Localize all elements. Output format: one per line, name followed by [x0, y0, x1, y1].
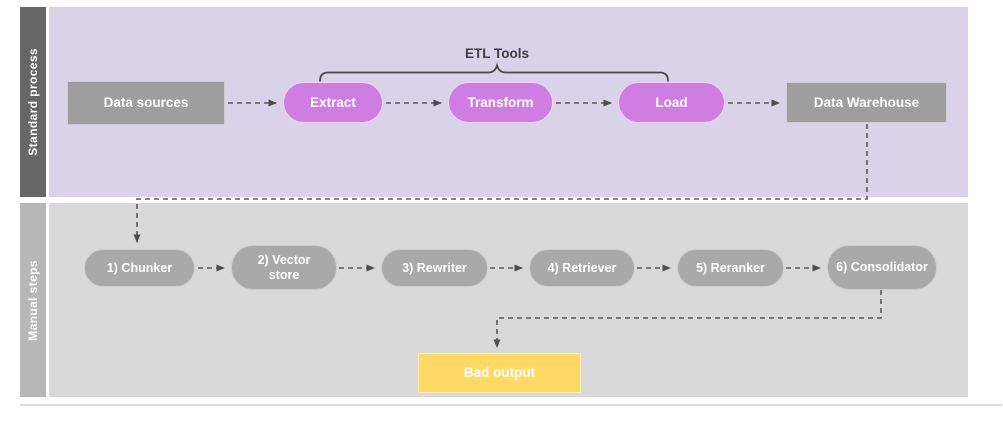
lane-label-standard-process: Standard process: [26, 48, 40, 156]
lane-label-manual-steps: Manual steps: [26, 259, 40, 341]
node-chunker: 1) Chunker: [84, 249, 195, 287]
node-data-warehouse: Data Warehouse: [786, 82, 947, 123]
node-load-label: Load: [655, 94, 688, 110]
node-transform: Transform: [448, 82, 553, 123]
node-data-sources-label: Data sources: [103, 95, 189, 111]
node-retriever: 4) Retriever: [529, 249, 635, 287]
node-reranker: 5) Reranker: [677, 249, 784, 287]
bottom-divider: [20, 404, 1002, 406]
node-chunker-label: 1) Chunker: [106, 260, 173, 275]
node-vector-store-label: 2) Vector store: [257, 253, 311, 282]
node-extract: Extract: [283, 82, 383, 123]
etl-tools-caption: ETL Tools: [465, 46, 529, 61]
node-vector-store: 2) Vector store: [231, 245, 337, 290]
node-reranker-label: 5) Reranker: [696, 260, 765, 275]
node-transform-label: Transform: [467, 94, 534, 110]
node-rewriter: 3) Rewriter: [381, 249, 488, 287]
node-data-warehouse-label: Data Warehouse: [813, 94, 920, 110]
node-bad-output-label: Bad output: [463, 365, 536, 381]
node-consolidator-label: 6) Consolidator: [836, 260, 928, 275]
lane-header-standard-process: Standard process: [20, 7, 46, 197]
node-rewriter-label: 3) Rewriter: [402, 260, 467, 275]
lane-header-manual-steps: Manual steps: [20, 203, 46, 397]
node-extract-label: Extract: [310, 94, 356, 110]
node-retriever-label: 4) Retriever: [547, 260, 617, 275]
node-consolidator: 6) Consolidator: [827, 245, 937, 290]
node-load: Load: [618, 82, 725, 123]
node-data-sources: Data sources: [67, 81, 225, 125]
node-bad-output: Bad output: [418, 353, 581, 393]
